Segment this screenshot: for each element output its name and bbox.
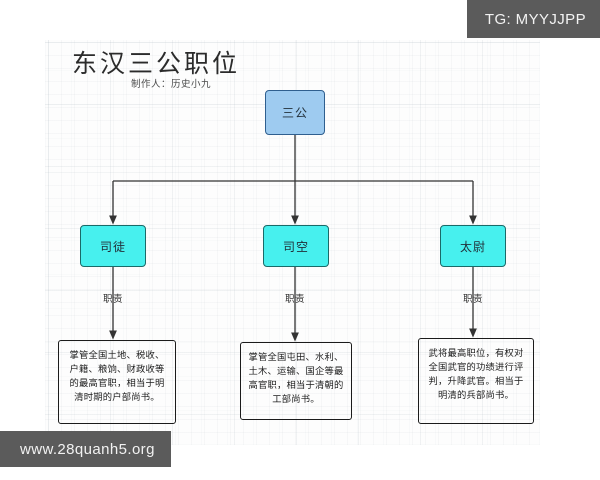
telegram-watermark: TG: MYYJJPP <box>466 0 600 38</box>
node-sangong[interactable]: 三公 <box>265 90 325 135</box>
description-sikong: 掌管全国屯田、水利、土木、运输、国企等最高官职，相当于清朝的工部尚书。 <box>240 342 352 420</box>
edge-label-taiwei: 职责 <box>462 294 484 305</box>
description-taiwei: 武将最高职位，有权对全国武官的功绩进行评判，升降武官。相当于明清的兵部尚书。 <box>418 338 534 424</box>
node-sikong[interactable]: 司空 <box>263 225 329 267</box>
node-sangong-label: 三公 <box>281 106 308 120</box>
description-situ: 掌管全国土地、税收、户籍、粮饷、财政收等的最高官职，相当于明清时期的户部尚书。 <box>58 340 176 424</box>
edge-label-situ: 职责 <box>102 294 124 305</box>
site-watermark: www.28quanh5.org <box>0 431 171 467</box>
node-taiwei[interactable]: 太尉 <box>440 225 506 267</box>
node-situ-label: 司徒 <box>99 239 126 254</box>
edge-label-sikong: 职责 <box>284 294 306 305</box>
node-sikong-label: 司空 <box>282 239 309 254</box>
page-title: 东汉三公职位 <box>72 51 241 78</box>
node-taiwei-label: 太尉 <box>459 239 486 254</box>
node-situ[interactable]: 司徒 <box>80 225 146 267</box>
page-subtitle: 制作人：历史小九 <box>131 79 212 90</box>
